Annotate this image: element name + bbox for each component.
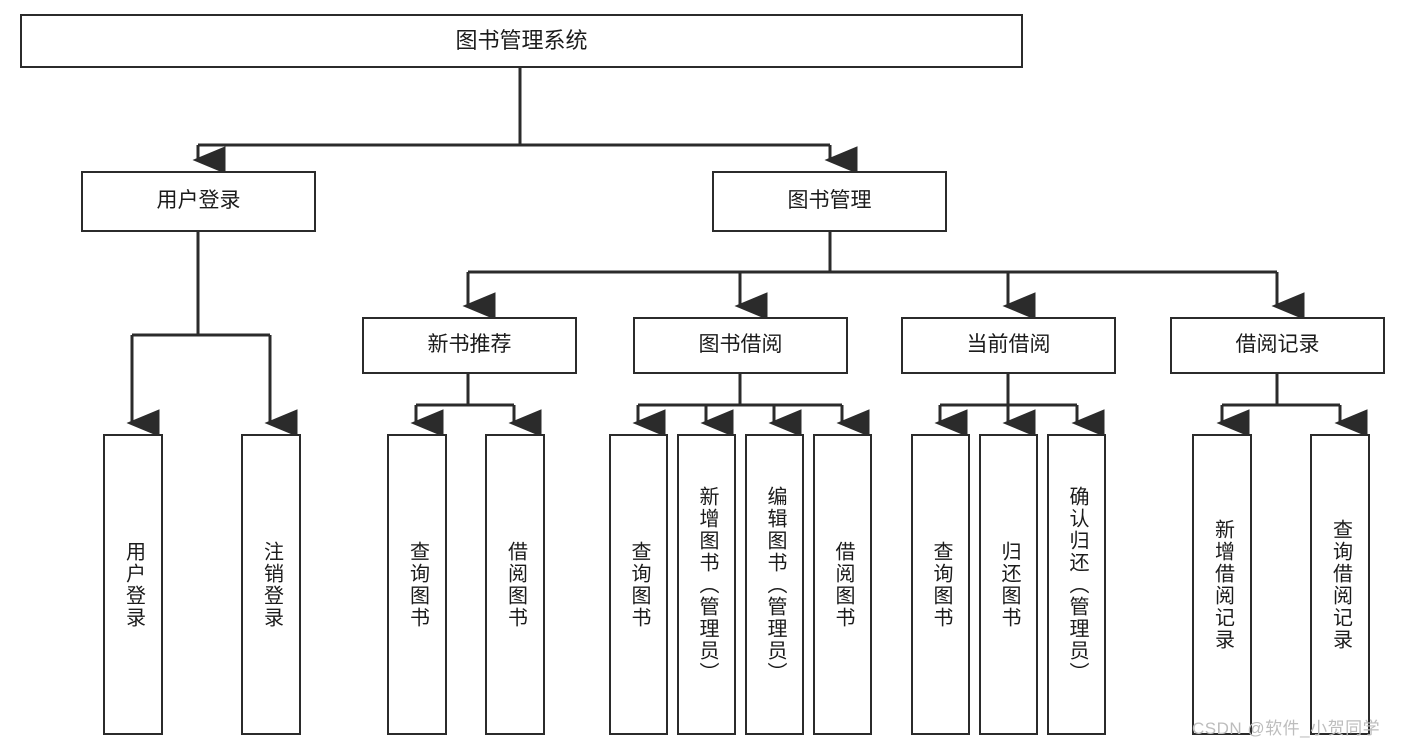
node-new-book-recommendation[interactable]: 新书推荐 — [362, 317, 577, 374]
leaf-return-book[interactable]: 归还图书 — [979, 434, 1038, 735]
leaf-add-borrow-record[interactable]: 新增借阅记录 — [1192, 434, 1252, 735]
leaf-edit-book[interactable]: 编辑图书（管理员） — [745, 434, 804, 735]
node-current-borrow[interactable]: 当前借阅 — [901, 317, 1116, 374]
leaf-query-book-3[interactable]: 查询图书 — [911, 434, 970, 735]
leaf-query-borrow-record[interactable]: 查询借阅记录 — [1310, 434, 1370, 735]
leaf-borrow-book-2[interactable]: 借阅图书 — [813, 434, 872, 735]
node-book-management[interactable]: 图书管理 — [712, 171, 947, 232]
leaf-query-book-2[interactable]: 查询图书 — [609, 434, 668, 735]
node-user-login[interactable]: 用户登录 — [81, 171, 316, 232]
leaf-borrow-book-1[interactable]: 借阅图书 — [485, 434, 545, 735]
leaf-user-login[interactable]: 用户登录 — [103, 434, 163, 735]
csdn-watermark: CSDN @软件_小贺同学 — [1192, 719, 1381, 738]
leaf-logout[interactable]: 注销登录 — [241, 434, 301, 735]
node-root[interactable]: 图书管理系统 — [20, 14, 1023, 68]
leaf-confirm-return[interactable]: 确认归还（管理员） — [1047, 434, 1106, 735]
leaf-query-book-1[interactable]: 查询图书 — [387, 434, 447, 735]
node-borrow-record[interactable]: 借阅记录 — [1170, 317, 1385, 374]
node-book-borrow[interactable]: 图书借阅 — [633, 317, 848, 374]
leaf-add-book[interactable]: 新增图书（管理员） — [677, 434, 736, 735]
